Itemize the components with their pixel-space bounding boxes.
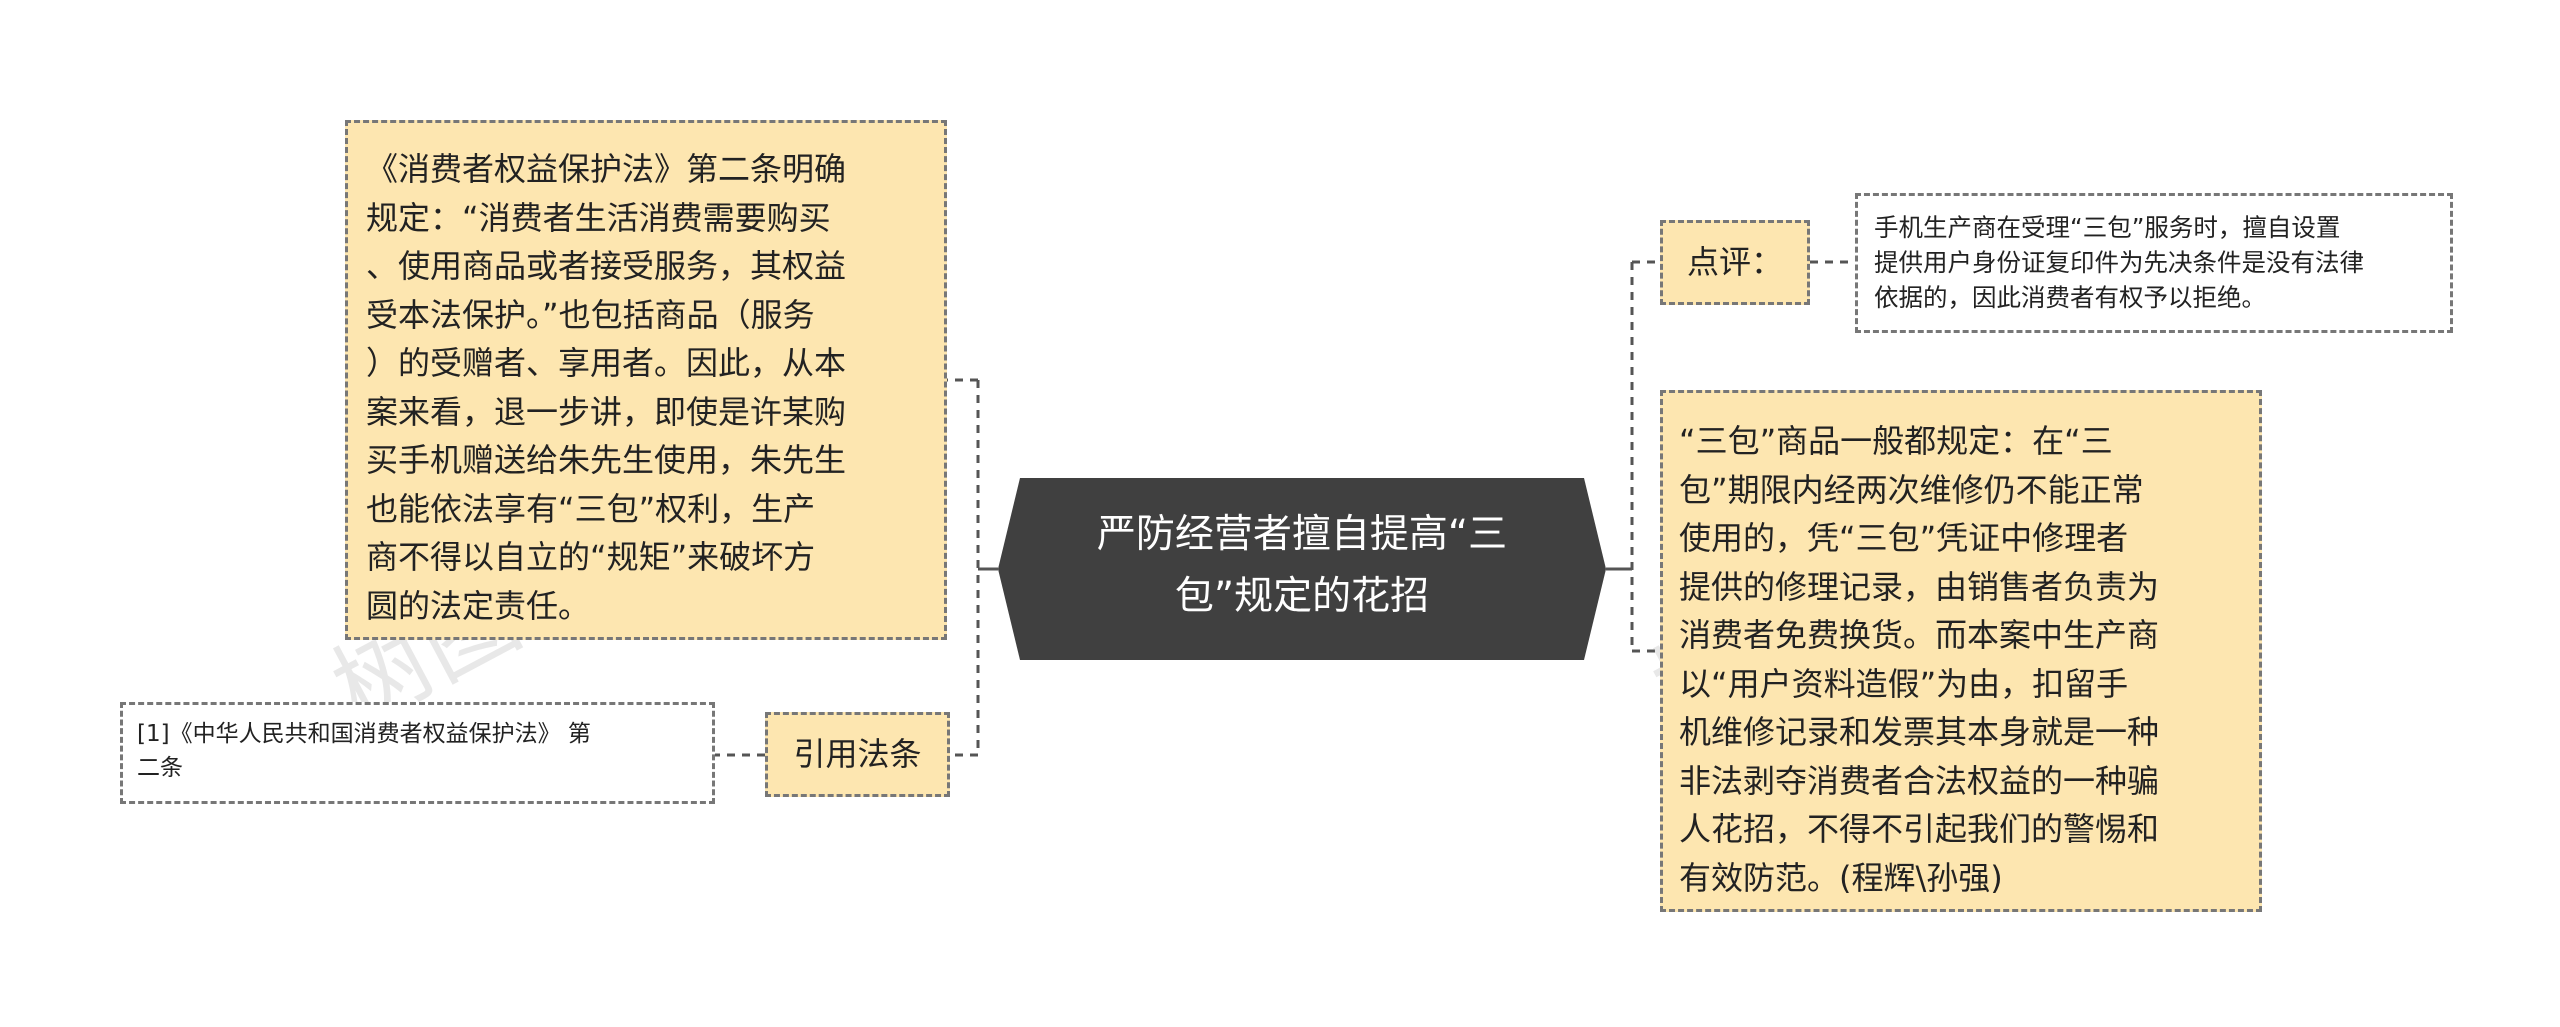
comment-branch-label: 点评： xyxy=(1686,243,1783,281)
cite-leaf-text: [1]《中华人民共和国消费者权益保护法》 第 二条 xyxy=(137,721,591,781)
left-main-text: 《消费者权益保护法》第二条明确 规定：“消费者生活消费需要购买 、使用商品或者接… xyxy=(366,150,847,625)
right-main-topic[interactable]: “三包”商品一般都规定：在“三 包”期限内经两次维修仍不能正常 使用的，凭“三包… xyxy=(1660,390,2262,912)
central-topic-shape xyxy=(998,478,1606,660)
cite-branch-label: 引用法条 xyxy=(793,735,922,773)
comment-branch-topic[interactable]: 点评： xyxy=(1660,220,1810,305)
cite-leaf-topic[interactable]: [1]《中华人民共和国消费者权益保护法》 第 二条 xyxy=(120,702,715,804)
left-main-topic[interactable]: 《消费者权益保护法》第二条明确 规定：“消费者生活消费需要购买 、使用商品或者接… xyxy=(345,120,947,640)
comment-leaf-topic[interactable]: 手机生产商在受理“三包”服务时，擅自设置 提供用户身份证复印件为先决条件是没有法… xyxy=(1855,193,2453,333)
cite-branch-topic[interactable]: 引用法条 xyxy=(765,712,950,797)
central-topic[interactable]: 严防经营者擅自提高“三 包”规定的花招 xyxy=(998,478,1606,660)
right-main-text: “三包”商品一般都规定：在“三 包”期限内经两次维修仍不能正常 使用的，凭“三包… xyxy=(1679,422,2160,897)
comment-leaf-text: 手机生产商在受理“三包”服务时，擅自设置 提供用户身份证复印件为先决条件是没有法… xyxy=(1874,213,2364,312)
central-topic-title: 严防经营者擅自提高“三 包”规定的花招 xyxy=(1096,512,1508,619)
